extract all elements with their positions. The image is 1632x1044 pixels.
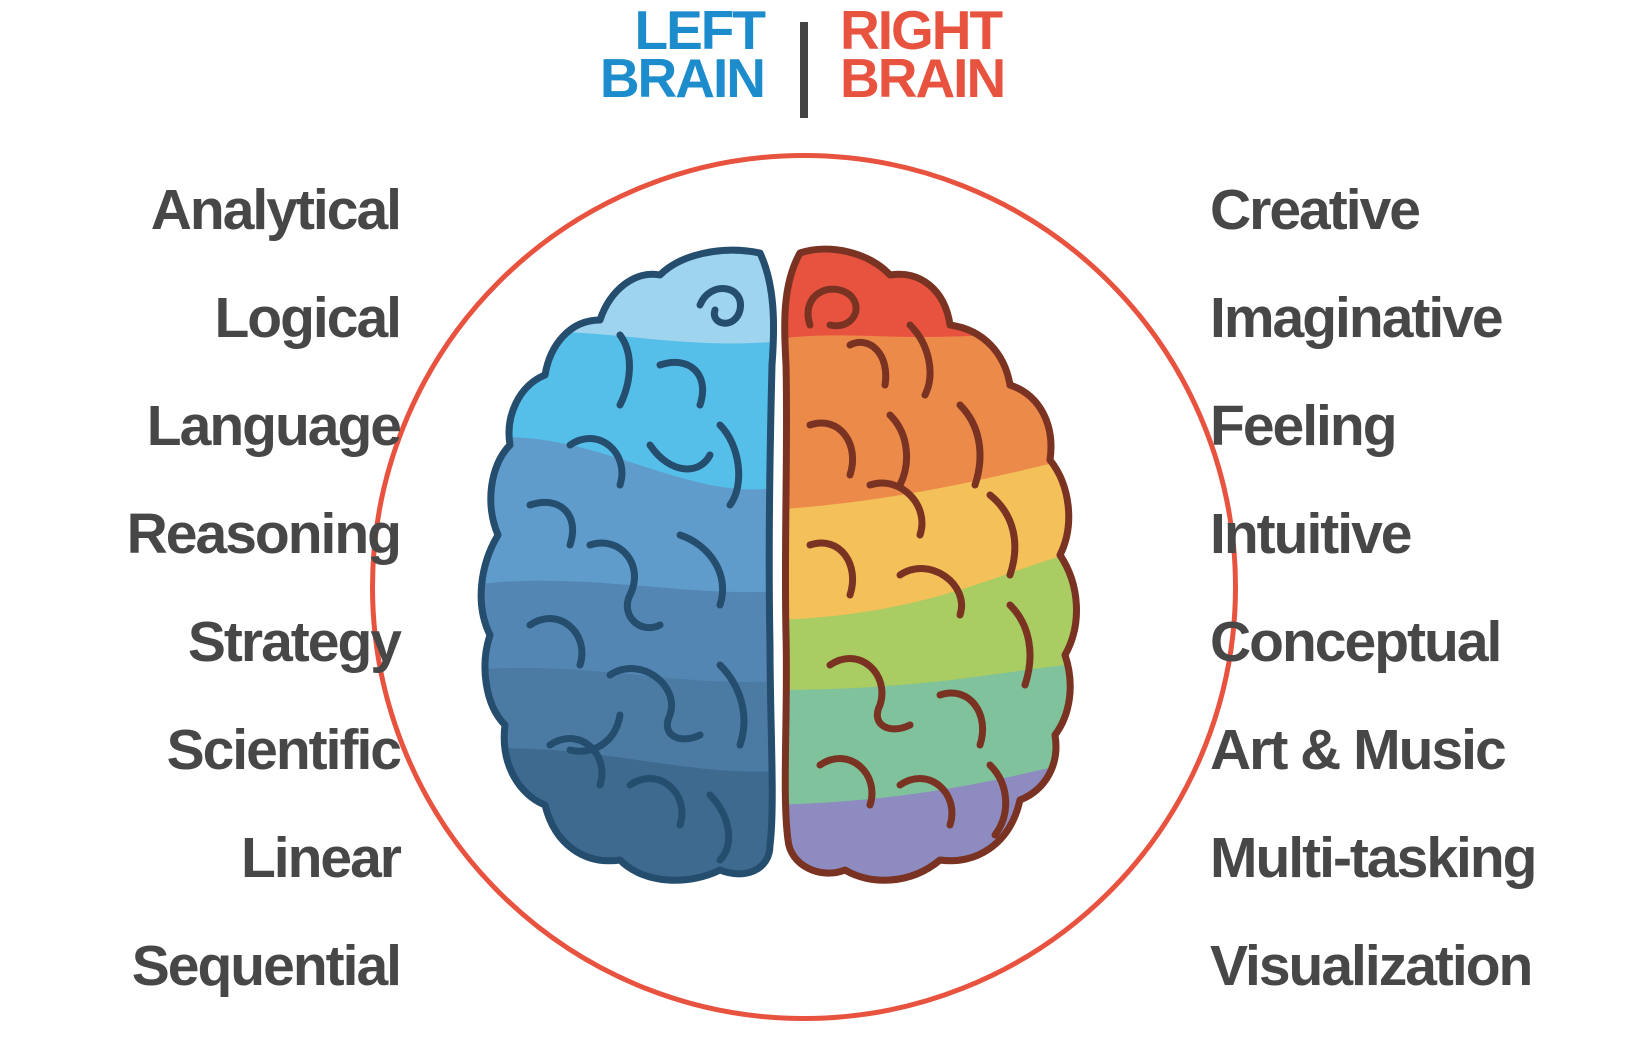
left-trait: Reasoning [126, 502, 402, 566]
right-brain-heading-line1: RIGHT [840, 0, 1003, 61]
right-brain-heading-line2: BRAIN [840, 47, 1006, 109]
left-brain-heading-line1: LEFT [634, 0, 766, 61]
left-traits-list: Analytical Logical Language Reasoning St… [126, 178, 402, 1044]
left-trait: Logical [214, 286, 402, 350]
diagram-title: LEFT BRAIN RIGHT BRAIN [0, 0, 1632, 118]
left-brain-heading-line2: BRAIN [599, 47, 766, 109]
left-trait: Analytical [150, 178, 402, 242]
brain-illustration [477, 245, 1080, 884]
right-trait: Multi-tasking [1210, 826, 1537, 890]
left-trait: Scientific [166, 718, 402, 782]
right-trait: Intuitive [1210, 502, 1413, 566]
left-trait: Language [146, 394, 402, 458]
left-trait: Linear [240, 826, 402, 890]
right-hemisphere-folds [781, 245, 1080, 884]
left-trait: Strategy [187, 610, 402, 674]
right-hemisphere [784, 249, 1077, 881]
right-trait: Creative [1210, 178, 1421, 242]
enclosing-circle [370, 153, 1238, 1021]
right-trait: Imaginative [1210, 286, 1504, 350]
right-trait: Feeling [1210, 394, 1398, 458]
left-trait: Sequential [131, 934, 402, 998]
right-trait: Visualization [1210, 934, 1533, 998]
right-trait: Art & Music [1210, 718, 1507, 782]
right-brain-heading: RIGHT BRAIN [840, 0, 1006, 109]
title-divider [800, 22, 808, 118]
left-hemisphere-folds [477, 246, 778, 884]
left-brain-heading: LEFT BRAIN [599, 0, 766, 109]
right-trait: Conceptual [1210, 610, 1502, 674]
right-traits-list: Creative Imaginative Feeling Intuitive C… [1210, 178, 1537, 1044]
